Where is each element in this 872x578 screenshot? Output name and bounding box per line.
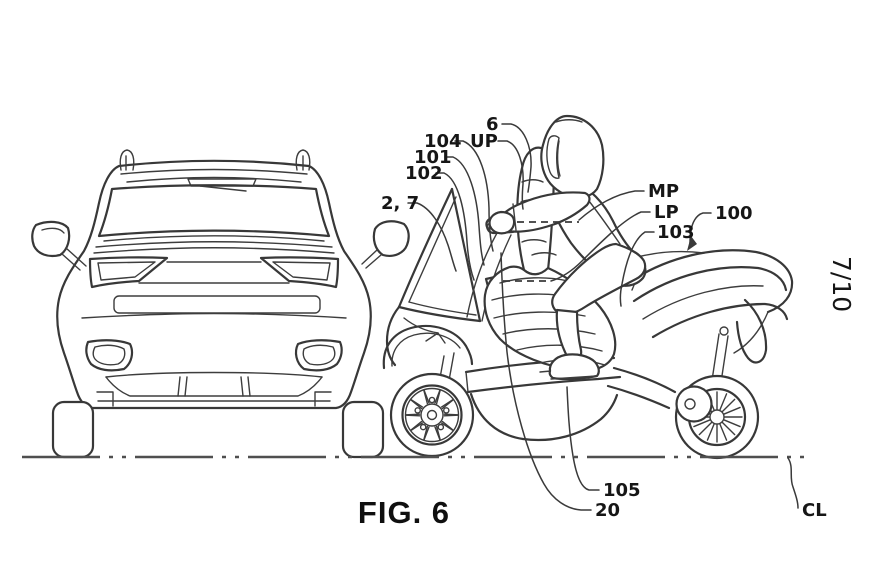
leader-mp	[578, 190, 645, 221]
rider-boot	[548, 353, 600, 381]
label-lp: LP	[654, 202, 679, 223]
front-fairing	[385, 305, 401, 367]
leader-103	[619, 231, 655, 307]
roof-rail-posts	[119, 149, 311, 171]
leader-lp	[550, 211, 651, 282]
leader-up	[497, 140, 524, 210]
label-mp: MP	[648, 181, 679, 202]
helmet-visor	[546, 135, 560, 179]
scooter	[382, 187, 794, 460]
rider-front	[488, 114, 647, 381]
label-104: 104	[424, 131, 462, 152]
steering-column	[466, 232, 498, 318]
rear-wiper	[199, 185, 247, 192]
rider-hand	[488, 210, 516, 235]
swingarm	[612, 366, 677, 394]
license-recess	[113, 295, 321, 314]
rider-thigh	[551, 242, 647, 316]
label-105: 105	[603, 480, 641, 501]
arrowhead-100	[687, 236, 697, 251]
front-fender	[382, 324, 474, 370]
leader-cl	[787, 457, 799, 509]
label-cl: CL	[802, 500, 827, 521]
callout-labels: 6 104 UP 101 102 2, 7 MP LP 103 100 105 …	[381, 114, 827, 521]
car-left-tire	[51, 400, 95, 459]
car-right-mirror	[361, 220, 410, 269]
figure-caption: FIG. 6	[358, 495, 450, 530]
leader-104	[454, 140, 494, 252]
sheet-number: 7/10	[827, 256, 856, 312]
car-left-mirror	[31, 220, 87, 271]
tail-bodywork	[626, 249, 794, 364]
car-rear-view	[31, 149, 410, 459]
label-20: 20	[595, 500, 620, 521]
rear-bumper	[81, 312, 347, 407]
label-2-7: 2, 7	[381, 193, 419, 214]
drive-hub	[675, 385, 713, 423]
leader-6	[501, 123, 532, 193]
label-6: 6	[486, 114, 499, 135]
leader-20	[500, 252, 592, 511]
rear-window	[97, 184, 331, 242]
label-102: 102	[405, 163, 443, 184]
leader-102	[435, 172, 475, 281]
rear-wheel	[674, 374, 760, 460]
leader-2-7	[407, 202, 457, 272]
leader-105	[566, 386, 600, 491]
label-up: UP	[470, 131, 498, 152]
rider-helmet	[540, 114, 605, 199]
tail-lights	[88, 256, 340, 289]
leader-lines	[407, 123, 799, 511]
label-100: 100	[715, 203, 753, 224]
car-right-tire	[341, 400, 385, 459]
label-103: 103	[657, 222, 695, 243]
rear-fender	[735, 298, 768, 364]
front-wheel	[389, 372, 475, 458]
leader-101	[444, 156, 485, 266]
windscreen	[397, 187, 482, 323]
label-101: 101	[414, 147, 452, 168]
